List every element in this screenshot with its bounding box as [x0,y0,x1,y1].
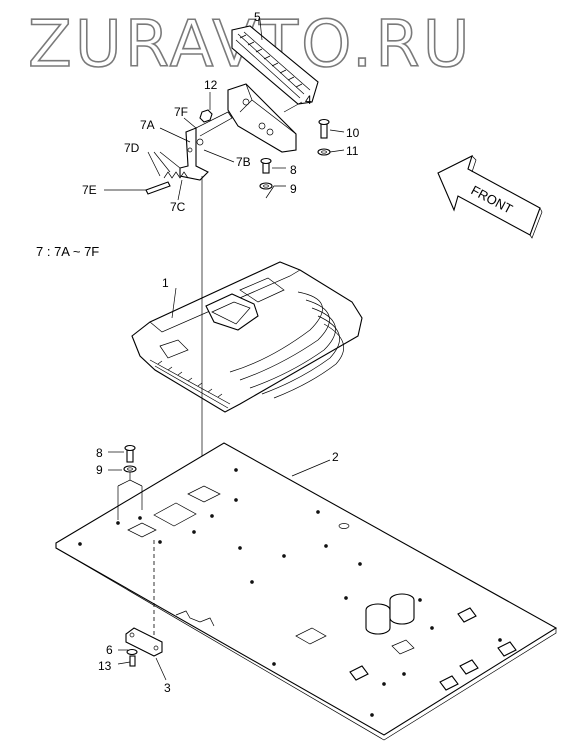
bolt-washer-plate [126,648,138,667]
leader-lines [104,19,345,681]
bolt-washer-right [317,118,331,156]
callout-10: 10 [346,126,360,140]
pedal-pad [231,25,319,105]
bolt-washer-top [259,157,273,190]
callout-4: 4 [305,93,312,107]
callout-8-bottom: 8 [96,446,103,460]
callout-labels: 5 4 12 7F 7A 7D 7B 7E 7C 8 9 10 11 1 8 9… [82,10,360,695]
pedal-bracket [227,83,297,153]
callout-6: 6 [106,643,113,657]
bolt-washer-bottom [117,444,143,520]
callout-7e: 7E [82,183,97,197]
callout-5: 5 [254,10,261,24]
callout-13: 13 [98,659,112,673]
linkage-assembly [145,111,233,195]
front-direction-arrow: FRONT [437,154,543,239]
callout-3: 3 [164,681,171,695]
callout-7d: 7D [124,141,140,155]
floor-plate [55,442,558,741]
callout-12: 12 [204,78,218,92]
callout-7f: 7F [174,105,188,119]
floor-mat [131,261,363,413]
callout-11: 11 [346,144,359,158]
assembly-note: 7 : 7A ~ 7F [36,244,99,259]
callout-1: 1 [162,276,169,290]
callout-9-bottom: 9 [96,463,103,477]
callout-7b: 7B [236,155,251,169]
callout-8-top: 8 [290,163,297,177]
nut-12 [199,109,213,123]
callout-7a: 7A [140,118,155,132]
callout-7c: 7C [170,200,186,214]
callout-2: 2 [332,450,339,464]
cover-plate [125,627,163,657]
callout-9-top: 9 [290,182,297,196]
